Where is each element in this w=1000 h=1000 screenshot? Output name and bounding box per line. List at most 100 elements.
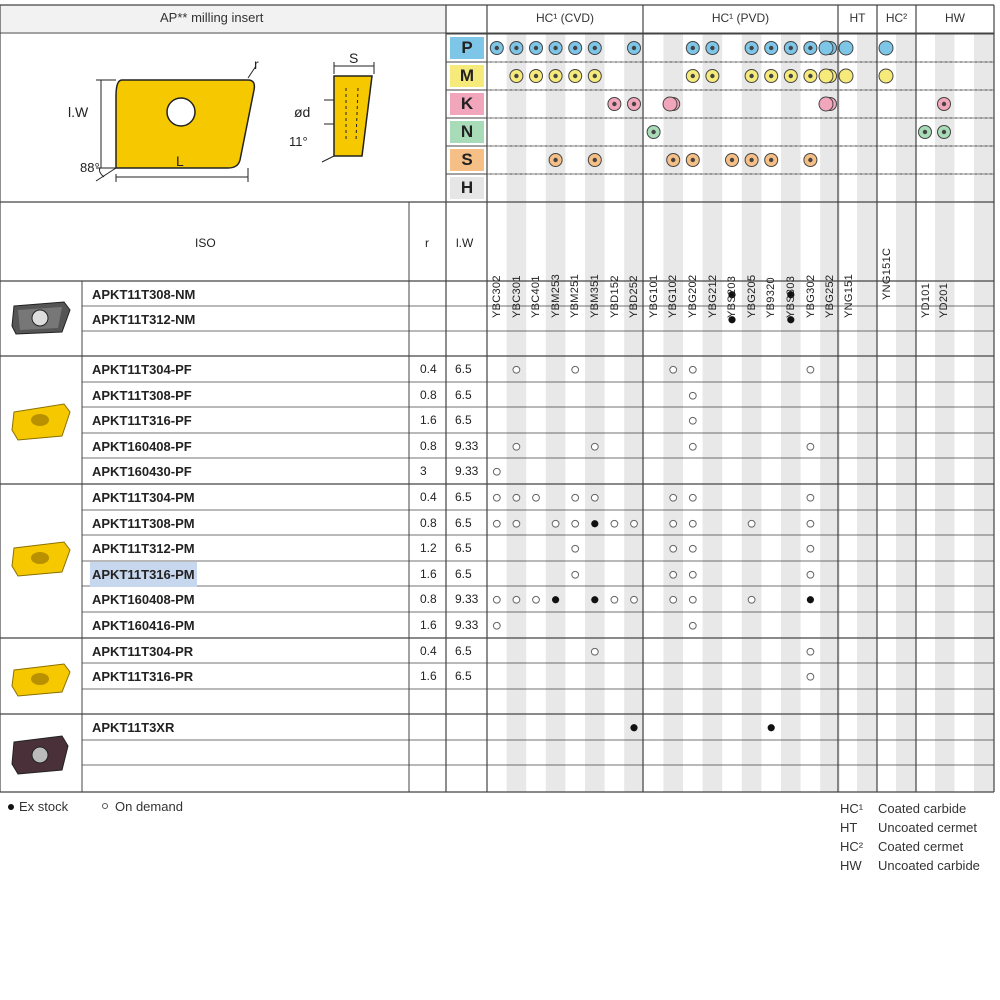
label-11: 11° (289, 134, 308, 149)
grade-label-ybg252: YBG252 (824, 274, 837, 318)
grade-label-yng151: YNG151 (843, 274, 855, 318)
row-radius: 1.6 (420, 618, 437, 632)
legend-demand-label: On demand (115, 799, 183, 814)
on-demand-mark (806, 544, 815, 553)
label-d: ød (294, 104, 311, 120)
on-demand-mark (747, 595, 756, 604)
material-symbol-center (631, 45, 637, 51)
material-symbol-center (729, 157, 735, 163)
row-length-width: 6.5 (455, 490, 472, 504)
row-length-width: 6.5 (455, 362, 472, 376)
row-iso-code: APKT11T304-PR (92, 644, 194, 659)
ex-stock-mark (728, 316, 736, 324)
row-length-width: 6.5 (455, 567, 472, 581)
key-desc-hc2: Coated cermet (878, 839, 964, 854)
key-desc-hw: Uncoated carbide (878, 858, 980, 873)
title-cell (0, 5, 446, 32)
row-radius: 0.8 (420, 516, 437, 530)
legend-stock-dot (8, 804, 14, 810)
row-iso-code: APKT11T3XR (92, 720, 175, 735)
on-demand-mark (492, 467, 501, 476)
row-radius: 0.8 (420, 388, 437, 402)
key-code-ht: HT (840, 820, 858, 835)
on-demand-mark (512, 493, 521, 502)
on-demand-mark (590, 442, 599, 451)
label-r: r (254, 56, 259, 72)
row-length-width: 6.5 (455, 644, 472, 658)
on-demand-mark (610, 595, 619, 604)
material-symbol-center (808, 73, 813, 79)
on-demand-mark (669, 519, 678, 528)
material-symbol-center (553, 157, 558, 163)
on-demand-mark (688, 416, 697, 425)
legend-demand-dot (102, 803, 108, 809)
insert-photo-pf (11, 403, 71, 441)
insert-photo-nm (11, 301, 71, 335)
material-symbol-center (690, 45, 695, 51)
row-length-width: 6.5 (455, 388, 472, 402)
ex-stock-mark (787, 316, 795, 324)
grade-label-yng151c: YNG151C (881, 247, 893, 300)
row-iso-code: APKT11T304-PF (92, 362, 192, 377)
material-symbol-center (749, 73, 754, 79)
material-symbol-center (690, 157, 695, 163)
insert-diagram (95, 62, 375, 182)
row-radius: 0.8 (420, 439, 437, 453)
material-symbol-center (573, 45, 578, 51)
row-radius: 1.2 (420, 541, 437, 555)
material-symbol-center (533, 45, 539, 51)
material-symbol-center (514, 73, 519, 79)
row-radius: 0.4 (420, 644, 437, 658)
shaded-column (857, 34, 877, 792)
material-symbol (818, 96, 834, 112)
row-iso-code: APKT11T316-PM (90, 562, 197, 587)
row-iso-code: APKT11T304-PM (92, 490, 195, 505)
row-iso-code: APKT160408-PF (92, 439, 192, 454)
on-demand-mark (669, 493, 678, 502)
on-demand-mark (512, 595, 521, 604)
key-code-hc1: HC¹ (840, 801, 864, 816)
row-radius: 0.4 (420, 362, 437, 376)
on-demand-mark (747, 519, 756, 528)
material-symbol-center (553, 45, 558, 51)
row-length-width: 9.33 (455, 439, 479, 453)
grade-label-ybc302: YBC302 (491, 275, 503, 318)
label-88: 88° (80, 160, 100, 175)
on-demand-mark (532, 493, 540, 502)
material-symbol-center (769, 73, 774, 79)
material-symbol-center (749, 157, 754, 163)
on-demand-mark (688, 493, 697, 502)
row-radius: 0.4 (420, 490, 437, 504)
col-header-r: r (425, 236, 429, 250)
row-radius: 0.8 (420, 592, 437, 606)
on-demand-mark (512, 519, 521, 528)
grade-label-ybm251: YBM251 (569, 274, 582, 318)
row-iso-code: APKT11T316-PR (92, 669, 194, 684)
material-symbol-center (788, 73, 793, 79)
shaded-column (820, 34, 840, 792)
material-p: P (450, 37, 484, 59)
material-symbol (838, 68, 854, 84)
material-symbol-center (710, 45, 715, 51)
row-length-width: 6.5 (455, 669, 472, 683)
label-lw: l.W (68, 104, 89, 120)
ex-stock-mark (767, 724, 775, 732)
shaded-column (741, 34, 762, 792)
on-demand-mark (669, 365, 678, 374)
material-symbol-center (592, 157, 597, 163)
material-symbol-center (788, 45, 793, 51)
insert-photo-pm (11, 541, 71, 577)
on-demand-mark (688, 442, 697, 451)
on-demand-mark (571, 544, 580, 553)
on-demand-mark (806, 519, 815, 528)
material-symbol (662, 96, 678, 112)
grade-label-ybc301: YBC301 (510, 275, 523, 318)
on-demand-mark (630, 595, 638, 604)
on-demand-mark (590, 493, 599, 502)
insert-photo-pr (11, 663, 71, 697)
on-demand-mark (512, 365, 521, 374)
on-demand-mark (806, 570, 815, 579)
ex-stock-mark (591, 596, 599, 604)
on-demand-mark (688, 621, 697, 630)
